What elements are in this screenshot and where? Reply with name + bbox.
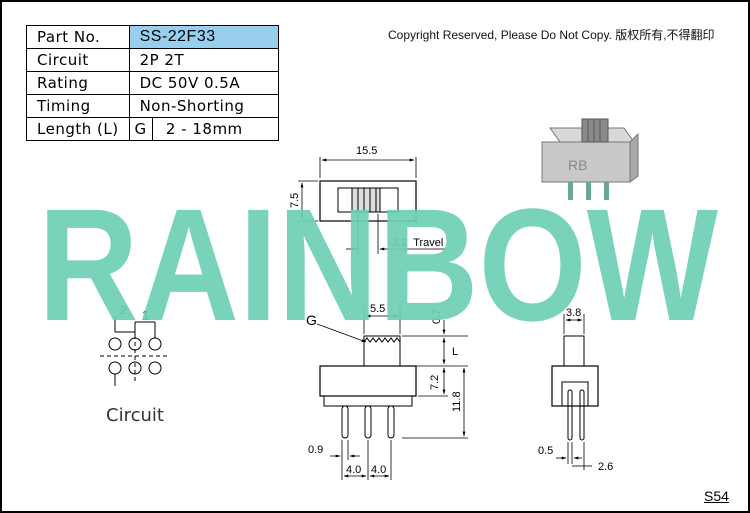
front-view-pin [341, 405, 349, 439]
dim-length-symbol: L [452, 346, 458, 358]
dim-top-width: 15.5 [356, 145, 377, 157]
photo-actuator [581, 118, 609, 143]
g-leader [316, 323, 367, 343]
dim-pitch-1: 4.0 [346, 464, 361, 476]
photo-brand-mark: RB [568, 157, 587, 173]
dim-actuator-width: 5.5 [370, 303, 385, 315]
photo-pin [604, 182, 609, 200]
dim-travel: 3.2 Travel [392, 237, 443, 249]
top-view-actuator [351, 187, 381, 213]
part-number-value: SS-22F33 [128, 25, 279, 49]
front-view-pin [364, 405, 372, 439]
dim-side-pitch: 2.6 [598, 461, 613, 473]
spec-row-length: Length (L) G 2 - 18mm [26, 117, 279, 141]
dim-pitch-2: 4.0 [371, 464, 386, 476]
side-view-pin [579, 389, 585, 441]
spec-label: Circuit [26, 48, 130, 72]
dim-side-width: 3.8 [566, 307, 581, 319]
side-view: 3.8 0.5 2.6 [538, 307, 613, 473]
side-view-inner [561, 381, 589, 407]
spec-value: Non-Shorting [128, 94, 279, 118]
top-view: 15.5 7.5 3.2 Travel [289, 145, 446, 254]
circuit-contact [108, 337, 122, 351]
length-code: G [130, 118, 153, 140]
dim-body-height: 7.2 [429, 375, 441, 390]
spec-table: Part No. SS-22F33 Circuit 2P 2T Rating D… [26, 25, 279, 141]
dim-actuator-top: 0.7 [431, 309, 443, 324]
photo-pin [586, 182, 591, 200]
circuit-contact [148, 361, 162, 375]
length-range: 2 - 18mm [165, 120, 243, 138]
dim-pin-width: 0.9 [308, 444, 323, 456]
spec-label: Timing [26, 94, 130, 118]
dim-side-pin-width: 0.5 [538, 445, 553, 457]
front-view-actuator-teeth [363, 337, 401, 343]
copyright-notice: Copyright Reserved, Please Do Not Copy. … [388, 28, 715, 42]
side-view-pin [567, 389, 573, 441]
front-view: G 5.5 0.7 L 7.2 11.8 0.9 [306, 303, 468, 480]
product-photo: RB [541, 118, 639, 200]
spec-label: Length (L) [26, 117, 130, 141]
circuit-pin-label-1: 1 [142, 307, 150, 323]
front-view-body [319, 365, 417, 397]
front-view-base [323, 395, 413, 407]
side-view-body [551, 365, 599, 407]
spec-label: Part No. [26, 25, 130, 49]
spec-row-circuit: Circuit 2P 2T [26, 48, 279, 72]
spec-value-length: G 2 - 18mm [128, 117, 279, 141]
spec-row-timing: Timing Non-Shorting [26, 94, 279, 118]
circuit-contact [148, 337, 162, 351]
photo-housing-side [629, 132, 639, 183]
page-code: S54 [704, 488, 729, 504]
spec-value: 2P 2T [128, 48, 279, 72]
spec-row-part-no: Part No. SS-22F33 [26, 25, 279, 49]
photo-pin [568, 182, 573, 200]
circuit-pin-label-2: 2 [120, 303, 127, 317]
circuit-diagram: 2 1 Circuit [100, 303, 168, 426]
front-view-pin [387, 405, 395, 439]
dim-top-height: 7.5 [289, 193, 301, 208]
top-view-body [319, 180, 417, 222]
circuit-label: Circuit [106, 405, 164, 426]
spec-row-rating: Rating DC 50V 0.5A [26, 71, 279, 95]
circuit-contact [108, 361, 122, 375]
dim-total-height: 11.8 [451, 391, 463, 412]
rainbow-watermark: RAINBOW [38, 175, 718, 354]
g-label: G [306, 312, 317, 328]
